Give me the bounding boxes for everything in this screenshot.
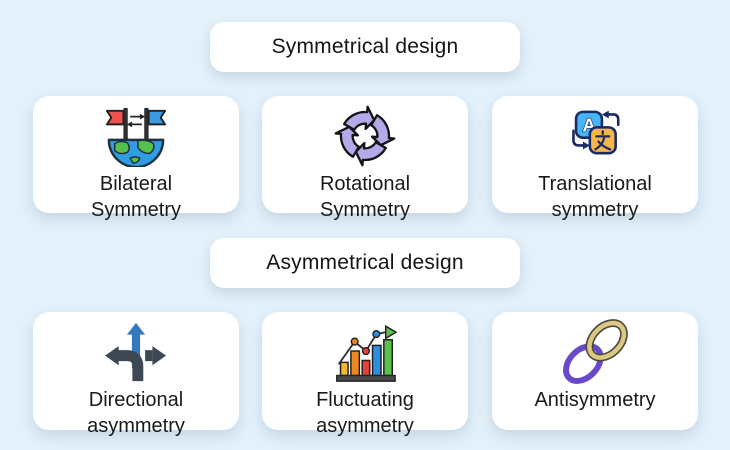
card-rotational-symmetry: Rotational Symmetry [262, 96, 468, 221]
directional-arrows-icon [103, 320, 169, 384]
translation-languages-icon: A [564, 104, 626, 168]
bilateral-globe-flags-icon [100, 104, 172, 168]
card-translational-label: Translational symmetry [538, 173, 652, 221]
card-translational-symmetry: A Translational symmetry [492, 96, 698, 221]
header-asymmetrical-design: Asymmetrical design [210, 238, 520, 288]
header-symmetrical-label: Symmetrical design [271, 35, 459, 58]
header-symmetrical-design: Symmetrical design [210, 22, 520, 72]
card-fluctuating-asymmetry: Fluctuating asymmetry [262, 312, 468, 437]
rotational-arrows-icon [333, 104, 397, 168]
card-directional-asymmetry: Directional asymmetry [33, 312, 239, 437]
card-directional-label: Directional asymmetry [87, 389, 185, 437]
card-bilateral-label: Bilateral Symmetry [91, 173, 181, 221]
antisymmetry-twisted-loop-icon [547, 319, 643, 384]
header-asymmetrical-label: Asymmetrical design [266, 251, 464, 274]
card-fluctuating-label: Fluctuating asymmetry [316, 389, 414, 437]
card-rotational-label: Rotational Symmetry [319, 173, 411, 221]
card-antisymmetry-label: Antisymmetry [534, 389, 656, 411]
card-antisymmetry: Antisymmetry [492, 312, 698, 430]
fluctuating-chart-icon [331, 320, 399, 384]
card-bilateral-symmetry: Bilateral Symmetry [33, 96, 239, 221]
